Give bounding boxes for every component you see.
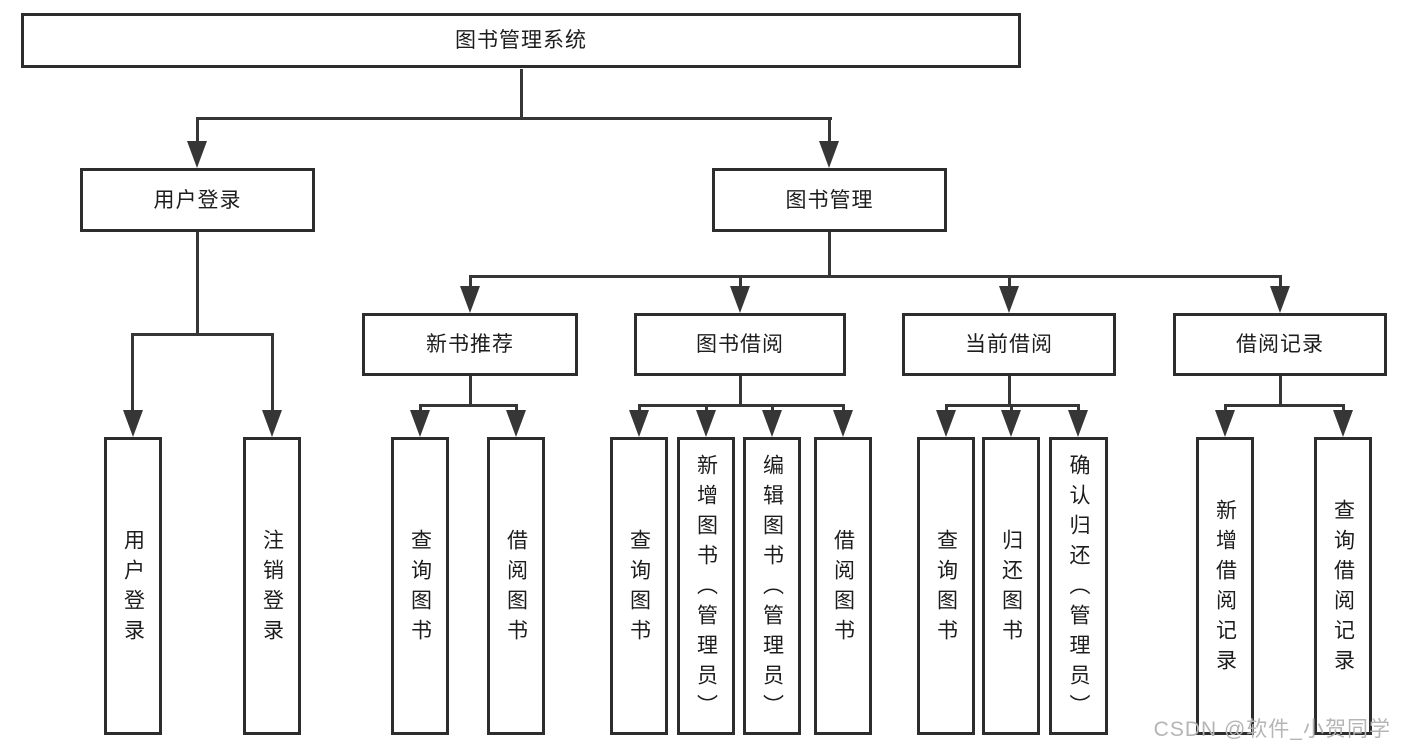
arrow-down-icon bbox=[460, 286, 480, 313]
arrow-down-icon bbox=[819, 141, 839, 168]
connector-line bbox=[638, 404, 641, 413]
connector-line bbox=[638, 404, 845, 407]
leaf-borrow-books-recommend: 借阅图书 bbox=[487, 437, 545, 735]
arrow-down-icon bbox=[696, 410, 716, 437]
node-new-book-recommend: 新书推荐 bbox=[362, 313, 578, 376]
connector-line bbox=[1224, 404, 1345, 407]
connector-line bbox=[705, 404, 708, 413]
connector-line bbox=[1224, 404, 1227, 413]
arrow-down-icon bbox=[187, 141, 207, 168]
node-library-system: 图书管理系统 bbox=[21, 13, 1021, 68]
leaf-query-books-recommend: 查询图书 bbox=[391, 437, 449, 735]
leaf-query-books-current: 查询图书 bbox=[917, 437, 975, 735]
arrow-down-icon bbox=[410, 410, 430, 437]
connector-line bbox=[842, 404, 845, 413]
node-user-login: 用户登录 bbox=[80, 168, 315, 232]
connector-line bbox=[419, 404, 518, 407]
arrow-down-icon bbox=[123, 410, 143, 437]
connector-line bbox=[196, 117, 199, 145]
connector-line bbox=[515, 404, 518, 413]
connector-line bbox=[131, 333, 274, 336]
arrow-down-icon bbox=[262, 410, 282, 437]
node-book-borrow: 图书借阅 bbox=[634, 313, 846, 376]
connector-line bbox=[469, 376, 472, 407]
connector-line bbox=[739, 275, 742, 289]
connector-line bbox=[1010, 404, 1013, 413]
connector-line bbox=[131, 333, 134, 413]
arrow-down-icon bbox=[1001, 410, 1021, 437]
connector-line bbox=[828, 117, 831, 145]
connector-line bbox=[469, 275, 472, 289]
leaf-user-login: 用户登录 bbox=[104, 437, 162, 735]
connector-line bbox=[520, 69, 523, 120]
connector-line bbox=[771, 404, 774, 413]
connector-line bbox=[1342, 404, 1345, 413]
arrow-down-icon bbox=[629, 410, 649, 437]
connector-line bbox=[1279, 275, 1282, 289]
connector-line bbox=[739, 376, 742, 407]
leaf-add-borrow-record: 新增借阅记录 bbox=[1196, 437, 1254, 735]
leaf-edit-books-admin: 编辑图书（管理员） bbox=[743, 437, 801, 735]
node-book-management: 图书管理 bbox=[712, 168, 947, 232]
leaf-logout-login: 注销登录 bbox=[243, 437, 301, 735]
arrow-down-icon bbox=[833, 410, 853, 437]
connector-line bbox=[1008, 376, 1011, 407]
connector-line bbox=[469, 275, 1282, 278]
node-current-borrow: 当前借阅 bbox=[902, 313, 1116, 376]
connector-line bbox=[828, 232, 831, 278]
connector-line bbox=[1279, 376, 1282, 407]
arrow-down-icon bbox=[730, 286, 750, 313]
connector-line bbox=[1008, 275, 1011, 289]
leaf-add-books-admin: 新增图书（管理员） bbox=[677, 437, 735, 735]
leaf-return-books: 归还图书 bbox=[982, 437, 1040, 735]
leaf-borrow-books: 借阅图书 bbox=[814, 437, 872, 735]
arrow-down-icon bbox=[999, 286, 1019, 313]
arrow-down-icon bbox=[506, 410, 526, 437]
arrow-down-icon bbox=[1333, 410, 1353, 437]
arrow-down-icon bbox=[762, 410, 782, 437]
connector-line bbox=[1077, 404, 1080, 413]
connector-line bbox=[196, 117, 832, 120]
connector-line bbox=[271, 333, 274, 413]
arrow-down-icon bbox=[1270, 286, 1290, 313]
arrow-down-icon bbox=[1068, 410, 1088, 437]
leaf-confirm-return-admin: 确认归还（管理员） bbox=[1049, 437, 1108, 735]
leaf-query-books-borrow: 查询图书 bbox=[610, 437, 668, 735]
csdn-watermark: CSDN @软件_小贺同学 bbox=[1153, 718, 1391, 741]
arrow-down-icon bbox=[1215, 410, 1235, 437]
leaf-query-borrow-record: 查询借阅记录 bbox=[1314, 437, 1372, 735]
connector-line bbox=[419, 404, 422, 413]
connector-line bbox=[945, 404, 948, 413]
connector-line bbox=[196, 232, 199, 336]
arrow-down-icon bbox=[936, 410, 956, 437]
node-borrow-records: 借阅记录 bbox=[1173, 313, 1387, 376]
